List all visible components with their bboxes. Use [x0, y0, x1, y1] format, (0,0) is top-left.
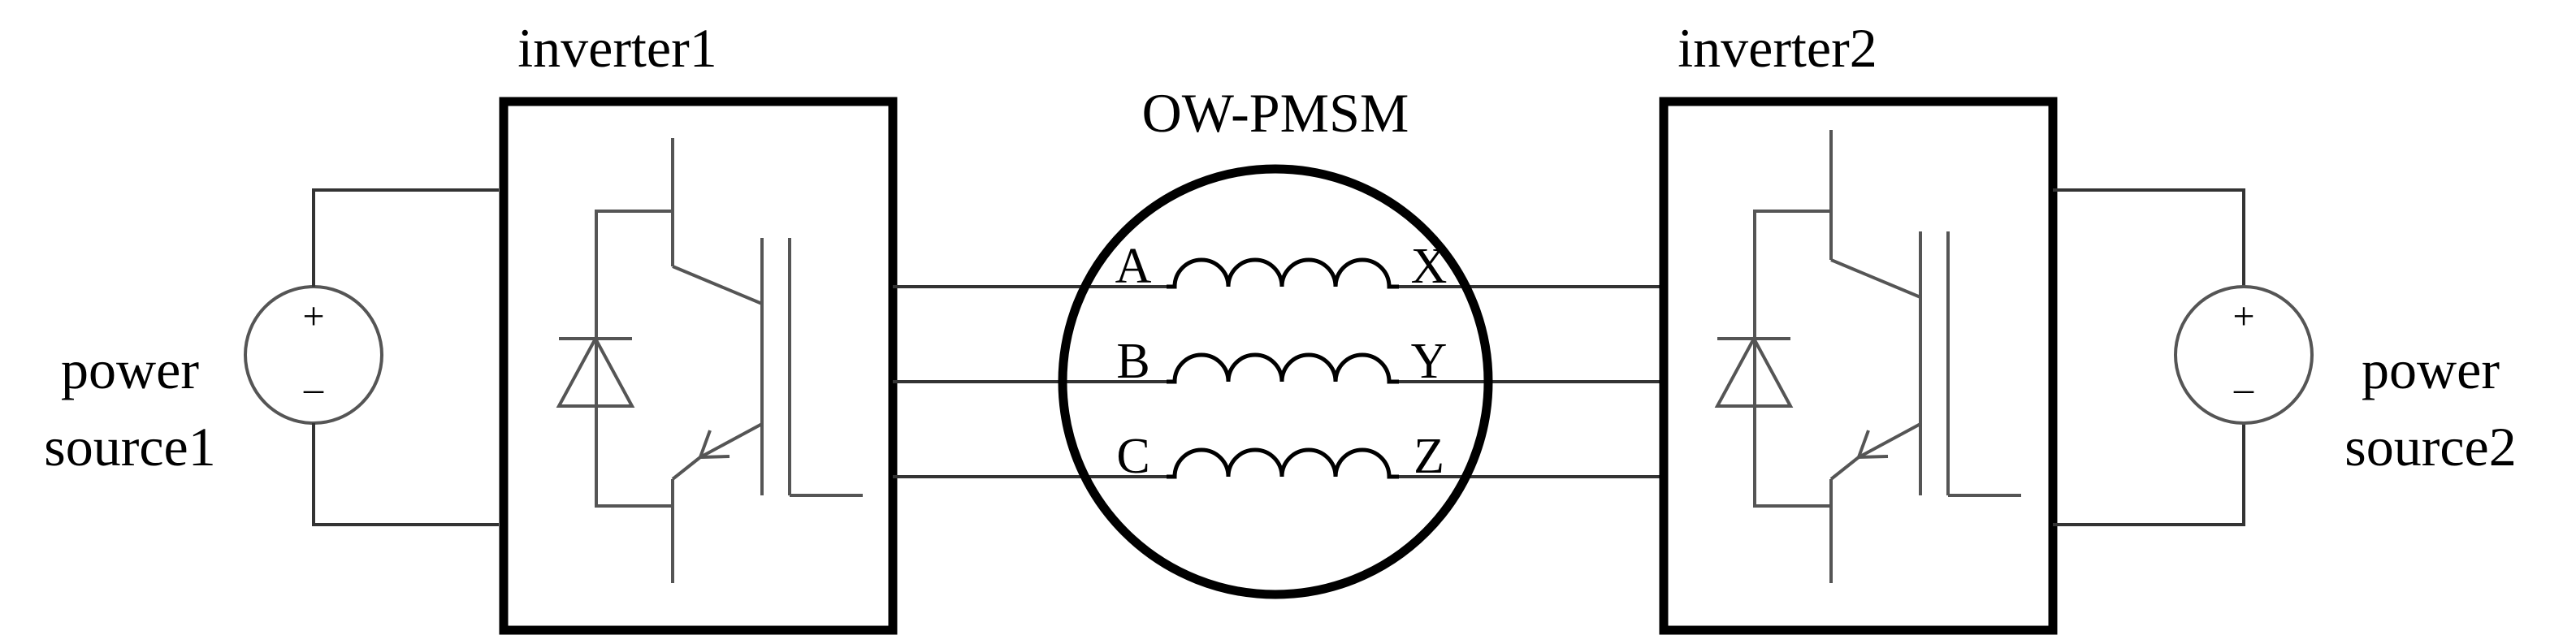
phase-wires [893, 285, 1660, 478]
ow-pmsm-motor: OW-PMSM A B C X Y Z [1058, 82, 1493, 599]
inverter-1: inverter1 [499, 17, 898, 635]
inverter-1-box [499, 97, 898, 635]
source-2-plus: + [2232, 295, 2254, 338]
inverter-2: inverter2 [1659, 17, 2058, 635]
source-1-minus: _ [303, 354, 324, 397]
phase-a-label: A [1115, 239, 1152, 294]
inverter-1-label: inverter1 [517, 17, 717, 79]
igbt-2-symbol [1714, 130, 2021, 583]
inverter-2-box [1659, 97, 2058, 635]
inverter-2-label: inverter2 [1678, 17, 1877, 79]
phase-c-label: C [1116, 429, 1149, 484]
phase-x-label: X [1411, 239, 1448, 294]
phase-z-label: Z [1414, 429, 1444, 484]
phase-y-label: Y [1411, 334, 1448, 389]
source-2-minus: _ [2233, 354, 2254, 397]
winding-b [1167, 352, 1399, 384]
winding-a [1167, 257, 1399, 289]
source-2-label-line2: source2 [2344, 416, 2516, 478]
motor-label: OW-PMSM [1142, 82, 1409, 144]
source-1-label-line1: power [61, 339, 199, 400]
igbt-1-symbol [556, 138, 863, 583]
motor-circle [1058, 164, 1493, 599]
phase-b-label: B [1116, 334, 1149, 389]
winding-c [1167, 447, 1399, 479]
source-1-plus: + [302, 295, 324, 338]
voltage-source-2-symbol [2174, 285, 2314, 425]
power-source-2: + _ power source2 [2053, 188, 2517, 526]
power-source-1: + _ power source1 [44, 188, 499, 526]
source-2-label-line1: power [2362, 339, 2500, 400]
source-1-label-line2: source1 [44, 416, 215, 478]
